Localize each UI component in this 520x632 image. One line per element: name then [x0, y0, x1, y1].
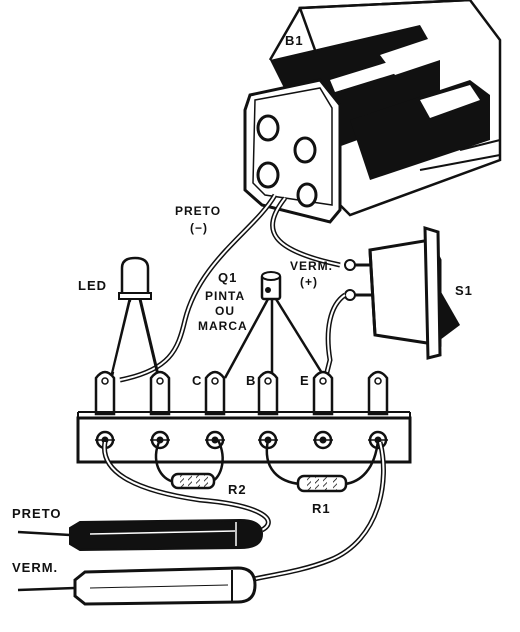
emitter-label: E [300, 373, 310, 388]
black-probe [17, 518, 264, 552]
terminal-lug [149, 370, 171, 416]
screw-terminal [205, 430, 225, 450]
red-wire-label: VERM. [290, 259, 333, 273]
paint-label-1: PINTA [205, 289, 245, 303]
plus-label: (+) [300, 275, 318, 289]
terminal-lug [257, 370, 279, 416]
terminal-lug [312, 370, 334, 416]
battery-holder [243, 0, 502, 224]
paint-label-2: OU [215, 304, 235, 318]
terminal-lug [204, 370, 226, 416]
resistor-r2 [170, 472, 216, 490]
r1-label: R1 [312, 501, 331, 516]
base-label: B [246, 373, 256, 388]
battery-label: B1 [285, 33, 304, 48]
terminal-lug [367, 370, 389, 416]
transistor-label: Q1 [218, 270, 237, 285]
minus-label: (−) [190, 221, 208, 235]
black-wire-label: PRETO [175, 204, 221, 218]
terminal-lug [94, 370, 116, 416]
terminal-strip [76, 370, 412, 464]
screw-terminal [313, 430, 333, 450]
r2-label: R2 [228, 482, 247, 497]
transistor-q1 [223, 271, 327, 379]
collector-label: C [192, 373, 202, 388]
probe-black-label: PRETO [12, 506, 62, 521]
resistor-r1 [296, 474, 348, 493]
led-label: LED [78, 278, 107, 293]
rocker-switch [344, 225, 460, 360]
paint-label-3: MARCA [198, 319, 248, 333]
led [110, 256, 160, 376]
switch-label: S1 [455, 283, 473, 298]
red-probe [17, 566, 257, 606]
probe-red-label: VERM. [12, 560, 58, 575]
